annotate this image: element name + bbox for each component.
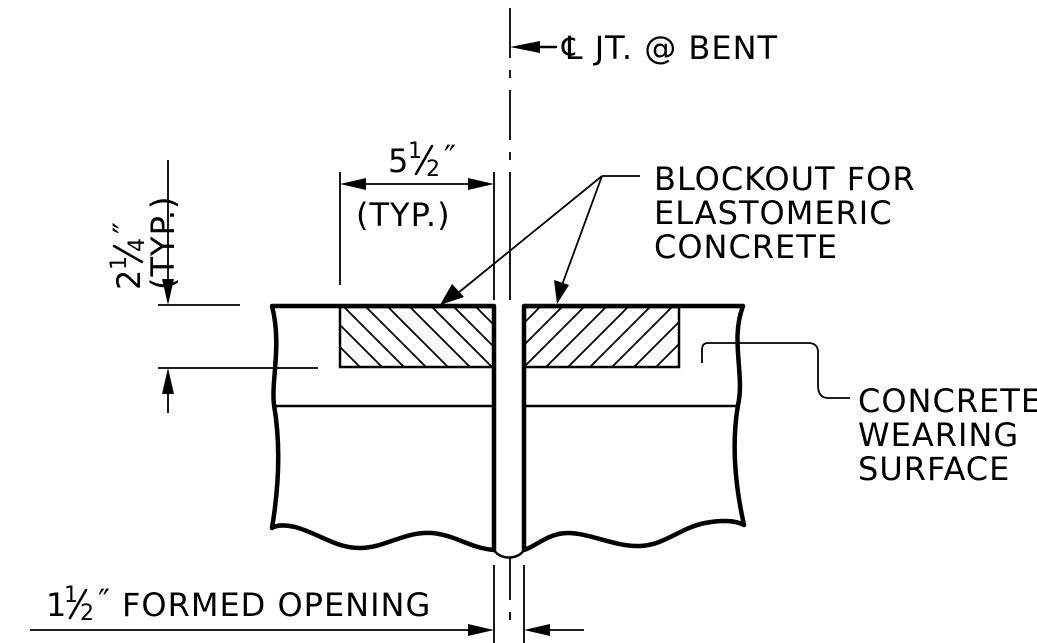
wearing-surface-leader [701,342,850,399]
opening-whole: 1 [46,586,67,624]
side-dim-note: (TYP.) [144,195,182,290]
left-deck-section [269,303,497,553]
opening-label: FORMED OPENING [122,586,431,624]
blockout-label-line1: BLOCKOUT FOR [654,160,916,198]
opening-den: 2 [80,601,94,626]
side-dim-den: 4 [125,238,150,252]
blockout-leader [440,175,640,305]
opening-slash [68,588,88,620]
top-dim-den: 2 [426,157,440,182]
top-dimension [339,172,495,300]
top-dim-slash [414,144,434,176]
opening-num: 1 [64,583,78,608]
side-dim-slash [112,244,144,264]
centerline-label-arrow [510,41,558,53]
top-dim-num: 1 [408,139,422,164]
left-blockout [338,305,496,369]
top-dim-note: (TYP.) [356,196,451,234]
joint-bottom [492,548,526,559]
surface-label-line1: CONCRETE [858,382,1037,420]
blockout-label-line2: ELASTOMERIC [654,194,893,232]
side-dim-num: 1 [107,256,132,270]
top-dim-mark: ″ [444,138,457,176]
right-deck-section [521,303,747,553]
surface-label-line3: SURFACE [858,450,1010,488]
blockout-label-line3: CONCRETE [654,228,838,266]
side-dim-label: 2 1 4 ″ (TYP.) [106,195,182,290]
side-dim-whole: 2 [110,269,148,290]
side-dimension [158,160,318,413]
surface-label-line2: WEARING [858,416,1019,454]
side-dim-mark: ″ [106,221,144,234]
opening-mark: ″ [98,582,111,620]
right-blockout [522,305,681,369]
top-dim-whole: 5 [388,142,409,180]
opening-dimension [30,565,584,643]
centerline-label: ℄ JT. @ BENT [561,29,778,67]
